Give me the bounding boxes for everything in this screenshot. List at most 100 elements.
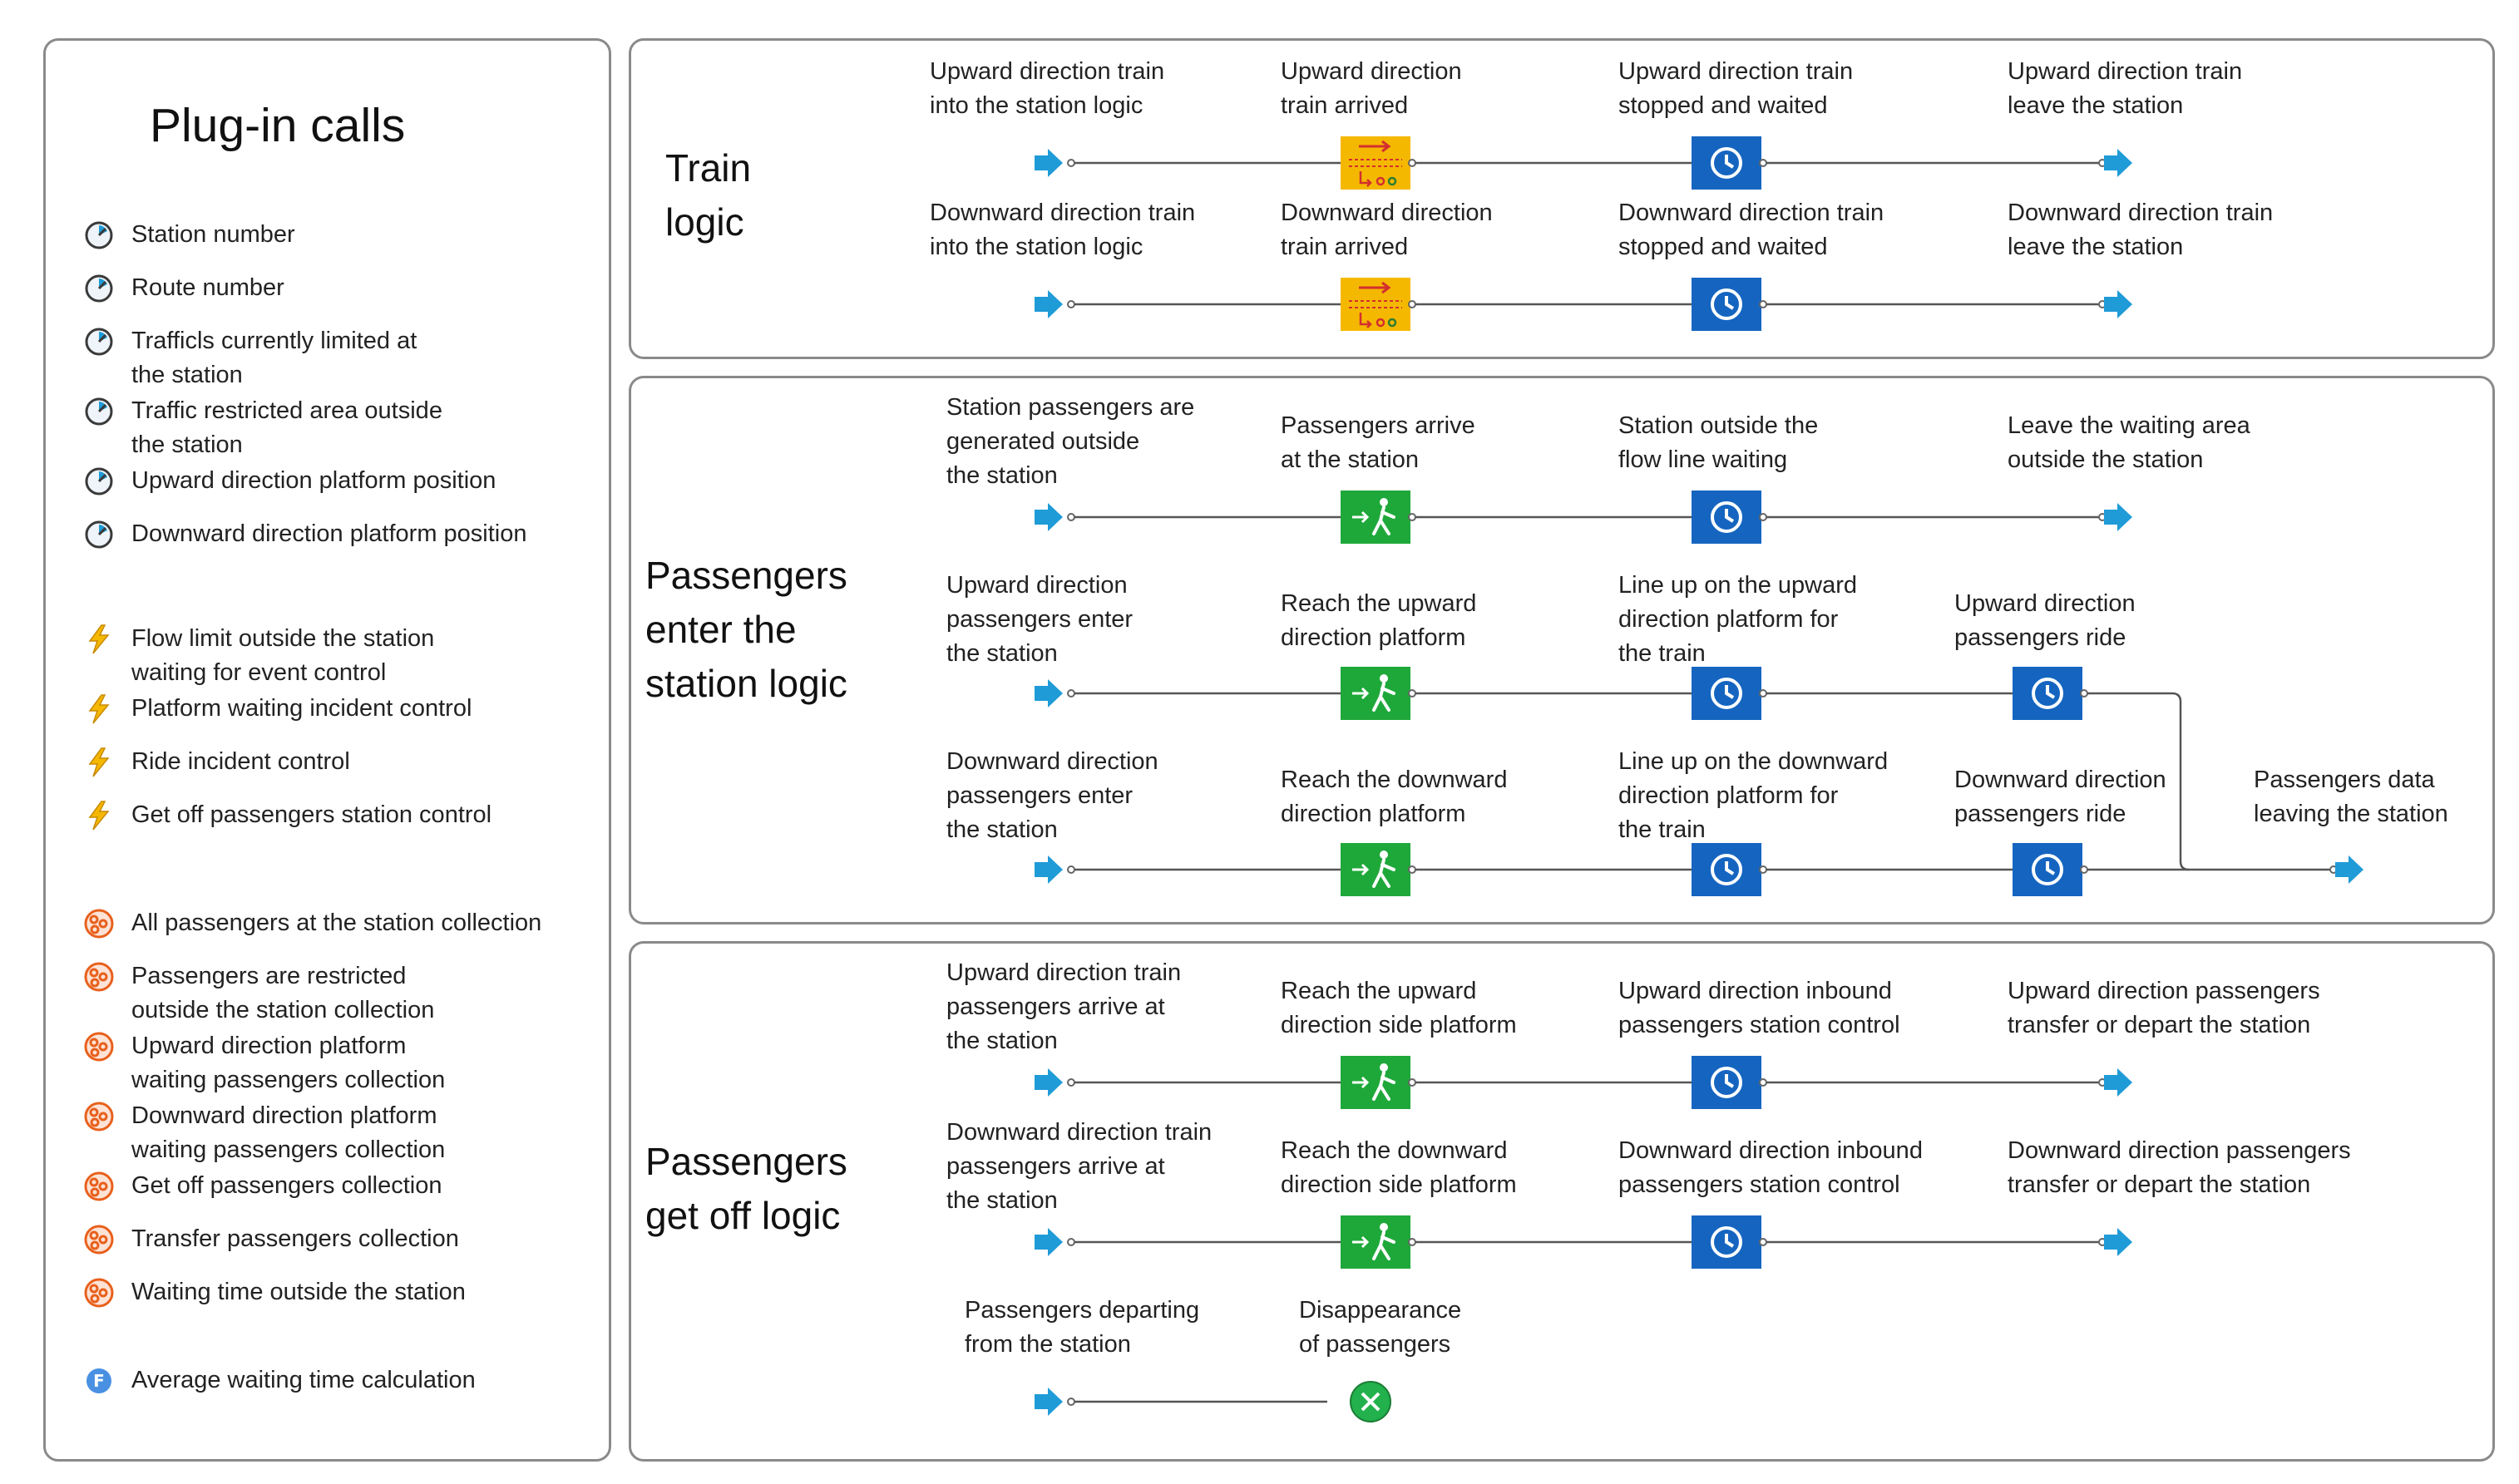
wait-block-icon[interactable] xyxy=(2013,667,2082,720)
sink-block-icon[interactable] xyxy=(1350,1381,1391,1422)
node-label: Downward direction train arrived xyxy=(1281,200,1493,260)
source-arrow-icon[interactable] xyxy=(1035,679,1063,707)
wait-block-icon[interactable] xyxy=(1692,1215,1761,1269)
node-label: Downward direction passengers ride xyxy=(1954,767,2166,827)
legend-item-label: Downward direction platform position xyxy=(131,520,527,547)
legend-item-label: Ride incident control xyxy=(131,748,350,775)
legend-item[interactable]: Flow limit outside the station waiting f… xyxy=(83,622,597,690)
move-to-block-icon[interactable] xyxy=(1341,843,1410,896)
wait-block-icon[interactable] xyxy=(1692,843,1761,896)
legend-item[interactable]: All passengers at the station collection xyxy=(83,906,597,940)
wait-block-icon[interactable] xyxy=(1692,278,1761,331)
exit-arrow-icon[interactable] xyxy=(2104,503,2132,531)
exit-arrow-icon[interactable] xyxy=(2104,149,2132,177)
legend-item-label: All passengers at the station collection xyxy=(131,910,542,936)
legend-item[interactable]: Upward direction platform waiting passen… xyxy=(83,1029,597,1097)
node-label: Leave the waiting area outside the stati… xyxy=(2008,412,2250,473)
source-arrow-icon[interactable] xyxy=(1035,1388,1063,1416)
train-logic-panel xyxy=(629,38,2495,359)
legend-item-label: Upward direction platform waiting passen… xyxy=(131,1033,446,1093)
legend-item[interactable]: Passengers are restricted outside the st… xyxy=(83,959,597,1028)
source-arrow-icon[interactable] xyxy=(1035,1068,1063,1097)
exit-arrow-icon[interactable] xyxy=(2104,290,2132,318)
parameter-icon xyxy=(83,396,115,427)
wait-block-icon[interactable] xyxy=(2013,843,2082,896)
node-label: Upward direction passengers transfer or … xyxy=(2008,978,2320,1038)
train-arrival-block-icon[interactable] xyxy=(1341,136,1410,190)
wait-block-icon[interactable] xyxy=(1692,667,1761,720)
connector-port xyxy=(1759,1238,1767,1246)
move-to-block-icon[interactable] xyxy=(1341,1056,1410,1109)
connector-port xyxy=(1408,513,1416,521)
exit-arrow-icon[interactable] xyxy=(2104,1068,2132,1097)
event-lightning-icon xyxy=(83,693,115,725)
node-label: Passengers arrive at the station xyxy=(1281,412,1475,473)
legend-item-label: Average waiting time calculation xyxy=(131,1367,476,1393)
connector-port xyxy=(1067,300,1075,308)
connector-port xyxy=(2080,689,2088,698)
plugin-calls-panel xyxy=(43,38,611,1462)
node-label: Downward direction train leave the stati… xyxy=(2008,200,2274,260)
node-label: Upward direction train arrived xyxy=(1281,58,1462,119)
legend-item-label: Upward direction platform position xyxy=(131,467,496,494)
legend-item[interactable]: Waiting time outside the station xyxy=(83,1275,597,1309)
legend-item-label: Passengers are restricted outside the st… xyxy=(131,963,435,1023)
node-label: Downward direction train stopped and wai… xyxy=(1618,200,1884,260)
merge-connector-line xyxy=(2087,692,2190,871)
exit-arrow-icon[interactable] xyxy=(2104,1228,2132,1256)
node-label: Upward direction train passengers arrive… xyxy=(946,959,1182,1054)
node-label: Upward direction passengers enter the st… xyxy=(946,572,1134,667)
node-label: Passengers departing from the station xyxy=(965,1297,1200,1358)
node-label: Downward direction passengers transfer o… xyxy=(2008,1137,2351,1198)
event-lightning-icon xyxy=(83,800,115,831)
source-arrow-icon[interactable] xyxy=(1035,1228,1063,1256)
legend-item-label: Transfer passengers collection xyxy=(131,1225,459,1252)
legend-item[interactable]: Traffic restricted area outside the stat… xyxy=(83,394,597,462)
collection-icon xyxy=(83,1224,115,1255)
legend-item-label: Route number xyxy=(131,274,284,301)
get-off-logic-panel xyxy=(629,941,2495,1462)
legend-item-label: Flow limit outside the station waiting f… xyxy=(131,625,435,686)
wait-block-icon[interactable] xyxy=(1692,1056,1761,1109)
connector-port xyxy=(1067,1398,1075,1406)
legend-item[interactable]: Station number xyxy=(83,218,597,252)
node-label: Reach the downward direction platform xyxy=(1281,767,1508,827)
legend-item[interactable]: Transfer passengers collection xyxy=(83,1222,597,1256)
enter-logic-panel xyxy=(629,376,2495,924)
node-label: Downward direction inbound passengers st… xyxy=(1618,1137,1923,1198)
connector-port xyxy=(1067,159,1075,167)
source-arrow-icon[interactable] xyxy=(1035,149,1063,177)
collection-icon xyxy=(83,961,115,993)
event-lightning-icon xyxy=(83,747,115,778)
legend-item[interactable]: Get off passengers station control xyxy=(83,798,597,832)
node-label: Line up on the upward direction platform… xyxy=(1618,572,1857,667)
wait-block-icon[interactable] xyxy=(1692,491,1761,544)
source-arrow-icon[interactable] xyxy=(1035,290,1063,318)
legend-item[interactable]: Ride incident control xyxy=(83,745,597,779)
legend-item[interactable]: Route number xyxy=(83,271,597,305)
collection-icon xyxy=(83,1171,115,1202)
source-arrow-icon[interactable] xyxy=(1035,855,1063,884)
move-to-block-icon[interactable] xyxy=(1341,491,1410,544)
exit-arrow-icon[interactable] xyxy=(2335,855,2363,884)
collection-icon xyxy=(83,908,115,939)
node-label: Downward direction passengers enter the … xyxy=(946,748,1158,843)
legend-item[interactable]: Platform waiting incident control xyxy=(83,692,597,726)
connector-port xyxy=(2080,865,2088,874)
legend-item[interactable]: Upward direction platform position xyxy=(83,464,597,498)
wait-block-icon[interactable] xyxy=(1692,136,1761,190)
legend-item[interactable]: Downward direction platform waiting pass… xyxy=(83,1099,597,1167)
legend-item[interactable]: F Average waiting time calculation xyxy=(83,1363,597,1398)
legend-item[interactable]: Get off passengers collection xyxy=(83,1169,597,1203)
move-to-block-icon[interactable] xyxy=(1341,1215,1410,1269)
collection-icon xyxy=(83,1031,115,1062)
svg-text:F: F xyxy=(93,1371,105,1391)
node-label: Downward direction train passengers arri… xyxy=(946,1119,1213,1214)
source-arrow-icon[interactable] xyxy=(1035,503,1063,531)
legend-item-label: Waiting time outside the station xyxy=(131,1279,466,1305)
train-arrival-block-icon[interactable] xyxy=(1341,278,1410,331)
connector-port xyxy=(1759,159,1767,167)
legend-item[interactable]: Downward direction platform position xyxy=(83,517,597,551)
legend-item[interactable]: Trafficls currently limited at the stati… xyxy=(83,324,597,392)
move-to-block-icon[interactable] xyxy=(1341,667,1410,720)
